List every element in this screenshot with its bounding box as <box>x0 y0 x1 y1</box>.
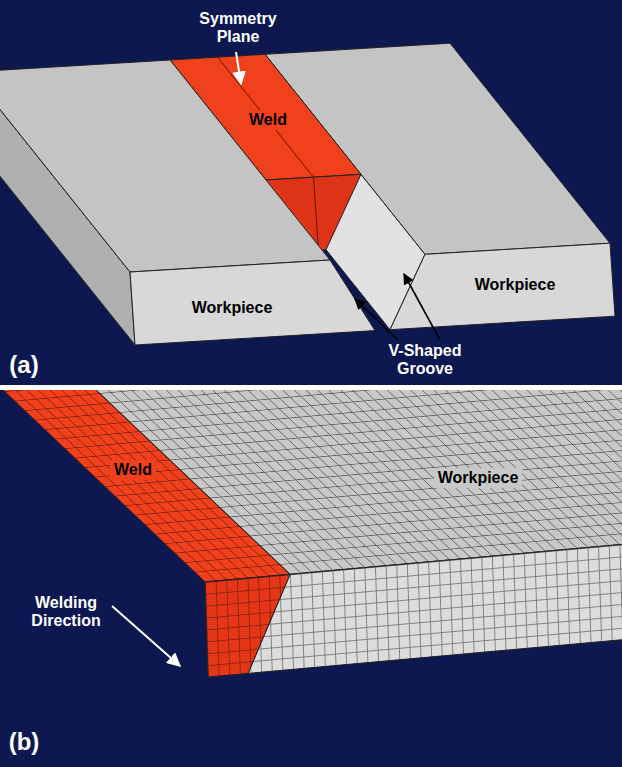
weld-label: Weld <box>245 110 291 130</box>
solid-view <box>0 43 615 345</box>
workpiece-label: Workpiece <box>192 299 273 317</box>
direction-label: Welding Direction <box>24 594 108 631</box>
workpiece-top <box>0 60 330 272</box>
weld-mesh-top <box>0 390 290 582</box>
workpiece-label: Workpiece <box>475 276 556 294</box>
leader-arrow <box>404 274 440 340</box>
symmetry-line <box>314 177 319 250</box>
groove-label: V-Shaped Groove <box>383 342 467 379</box>
panel-divider <box>0 385 622 390</box>
workpiece-front <box>390 243 615 330</box>
panel-letter: (b) <box>9 728 40 756</box>
mesh-view <box>0 390 622 677</box>
workpiece-front <box>130 260 375 345</box>
panel-letter: (a) <box>9 351 38 379</box>
weld-mesh-front <box>205 574 290 677</box>
plane-label: Symmetry Plane <box>196 10 280 47</box>
workpiece-mesh-front <box>248 528 622 673</box>
leader-arrow <box>355 299 398 340</box>
workpiece-label: Workpiece <box>434 468 523 488</box>
weld-label: Weld <box>110 460 156 480</box>
leader-arrow <box>236 52 241 84</box>
direction-arrow <box>112 606 180 666</box>
